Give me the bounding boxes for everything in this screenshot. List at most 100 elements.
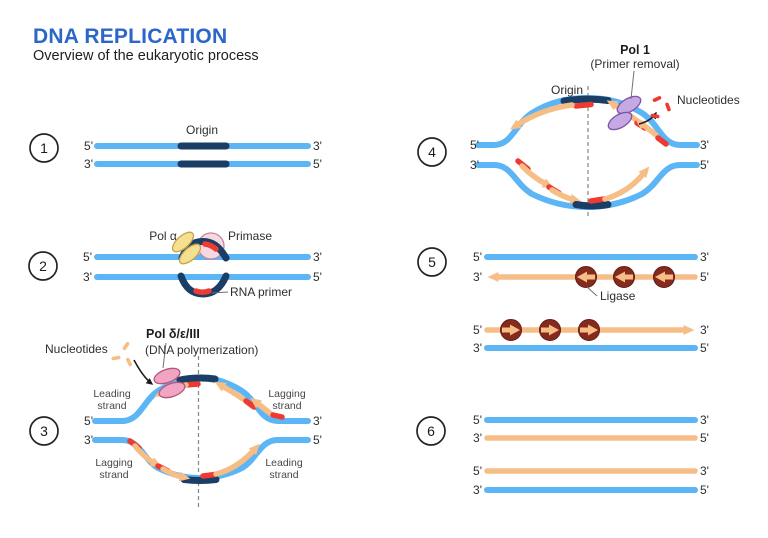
page-subtitle: Overview of the eukaryotic process: [33, 48, 259, 64]
okazaki-fragment: [250, 397, 274, 417]
strand-end-label: 5': [473, 413, 482, 427]
step-number-badge: [29, 416, 59, 446]
nucleotide-dashes: [111, 341, 132, 367]
step-number: 4: [428, 144, 436, 160]
step-number: 5: [428, 254, 436, 270]
label-connector: [586, 286, 598, 297]
origin-segment-top: [560, 95, 612, 105]
step-3-group: 3 Pol δ/ε/III (D: [29, 327, 322, 508]
strand-end-label: 5': [700, 270, 709, 284]
leading-strand-label: strand: [269, 469, 298, 481]
ligase-molecule: [539, 319, 561, 341]
leading-strand-label: Leading: [93, 388, 131, 400]
rna-primer-segment: [200, 471, 218, 479]
okazaki-fragment: [214, 381, 246, 402]
ligase-molecule: [575, 266, 597, 288]
page-title: DNA REPLICATION: [33, 25, 227, 48]
origin-segment-bottom: [180, 476, 220, 484]
rna-primer-segment: [573, 101, 594, 109]
rna-primer-segment: [193, 288, 212, 295]
lagging-strand-label: strand: [99, 469, 128, 481]
pol-alpha-label: Pol α: [149, 229, 177, 243]
okazaki-fragment: [132, 443, 162, 468]
strand-end-label: 3': [313, 414, 322, 428]
strand-end-label: 5': [84, 414, 93, 428]
rna-primer-segment: [202, 241, 219, 252]
pol-delta-label: Pol δ/ε/III: [146, 327, 200, 341]
strand-end-label: 5': [313, 433, 322, 447]
nucleotide-dashes: [650, 96, 671, 119]
pol-alpha-enzyme: [178, 243, 202, 265]
strand-end-label: 3': [700, 250, 709, 264]
pol-delta-enzyme: [158, 381, 186, 399]
ligase-molecule: [613, 266, 635, 288]
step-number-badge: [417, 247, 447, 277]
strand-end-label: 5': [84, 139, 93, 153]
leading-strand-label: strand: [97, 400, 126, 412]
strand-end-label: 3': [700, 323, 709, 337]
ligase-molecule: [578, 319, 600, 341]
strand-end-label: 3': [473, 483, 482, 497]
okazaki-fragment: [549, 187, 582, 204]
okazaki-fragment: [160, 466, 191, 482]
leading-strand-label: Leading: [265, 457, 303, 469]
strand-end-label: 5': [83, 250, 92, 264]
pol1-label: Pol 1: [620, 43, 650, 57]
label-connector: [630, 70, 635, 100]
strand-end-label: 5': [700, 431, 709, 445]
step-number-badge: [28, 251, 58, 281]
strand-end-label: 3': [84, 433, 93, 447]
strand-end-label: 5': [700, 483, 709, 497]
pol-delta-sublabel: (DNA polymerization): [145, 343, 258, 357]
nucleotides-label: Nucleotides: [677, 93, 740, 107]
step-1-group: 1 Origin 5' 3' 3' 5': [29, 123, 322, 171]
strand-end-label: 5': [700, 341, 709, 355]
ligase-label: Ligase: [600, 289, 636, 303]
pol-alpha-enzyme: [171, 231, 195, 253]
step-number-badge: [417, 137, 447, 167]
rna-primer-segment: [588, 196, 607, 204]
strand-end-label: 5': [470, 138, 479, 152]
pol1-enzyme: [616, 95, 642, 115]
rna-primer-segment: [655, 135, 669, 147]
nucleotides-arrow: [133, 359, 154, 385]
okazaki-fragment: [635, 118, 659, 138]
label-connector: [162, 342, 167, 369]
strand-end-label: 5': [473, 250, 482, 264]
strand-end-label: 3': [84, 157, 93, 171]
step-number: 2: [39, 258, 47, 274]
origin-segment-bottom: [572, 201, 612, 210]
origin-label: Origin: [551, 83, 583, 97]
ligase-molecule: [653, 266, 675, 288]
strand-end-label: 3': [700, 464, 709, 478]
rna-primer-label: RNA primer: [230, 285, 292, 299]
label-connector: [211, 291, 229, 294]
pol-delta-enzyme: [153, 367, 181, 385]
strand-end-label: 5': [473, 464, 482, 478]
okazaki-fragment: [519, 163, 554, 188]
strand-end-label: 3': [700, 138, 709, 152]
lagging-strand-label: Lagging: [268, 388, 306, 400]
strand-end-label: 3': [473, 431, 482, 445]
step-number: 3: [40, 423, 48, 439]
strand-end-label: 5': [313, 270, 322, 284]
ligase-molecule: [500, 319, 522, 341]
pol1-sublabel: (Primer removal): [590, 57, 679, 71]
strand-end-label: 3': [700, 413, 709, 427]
strand-end-label: 5': [473, 323, 482, 337]
lagging-strand-label: Lagging: [95, 457, 133, 469]
step-number-badge: [416, 416, 446, 446]
origin-segment-top: [176, 374, 219, 384]
strand-end-label: 3': [470, 158, 479, 172]
nucleotides-label: Nucleotides: [45, 342, 108, 356]
strand-end-label: 5': [313, 157, 322, 171]
strand-end-label: 3': [313, 139, 322, 153]
step-number-badge: [29, 133, 59, 163]
leading-strand-arrow: [213, 443, 260, 477]
strand-end-label: 3': [473, 341, 482, 355]
step-number: 1: [40, 140, 48, 156]
step-2-group: 2 Pol α Primase RNA primer 5' 3' 3' 5': [28, 229, 322, 299]
step-5-group: 5 Ligase 5' 3' 3' 5': [417, 247, 709, 355]
